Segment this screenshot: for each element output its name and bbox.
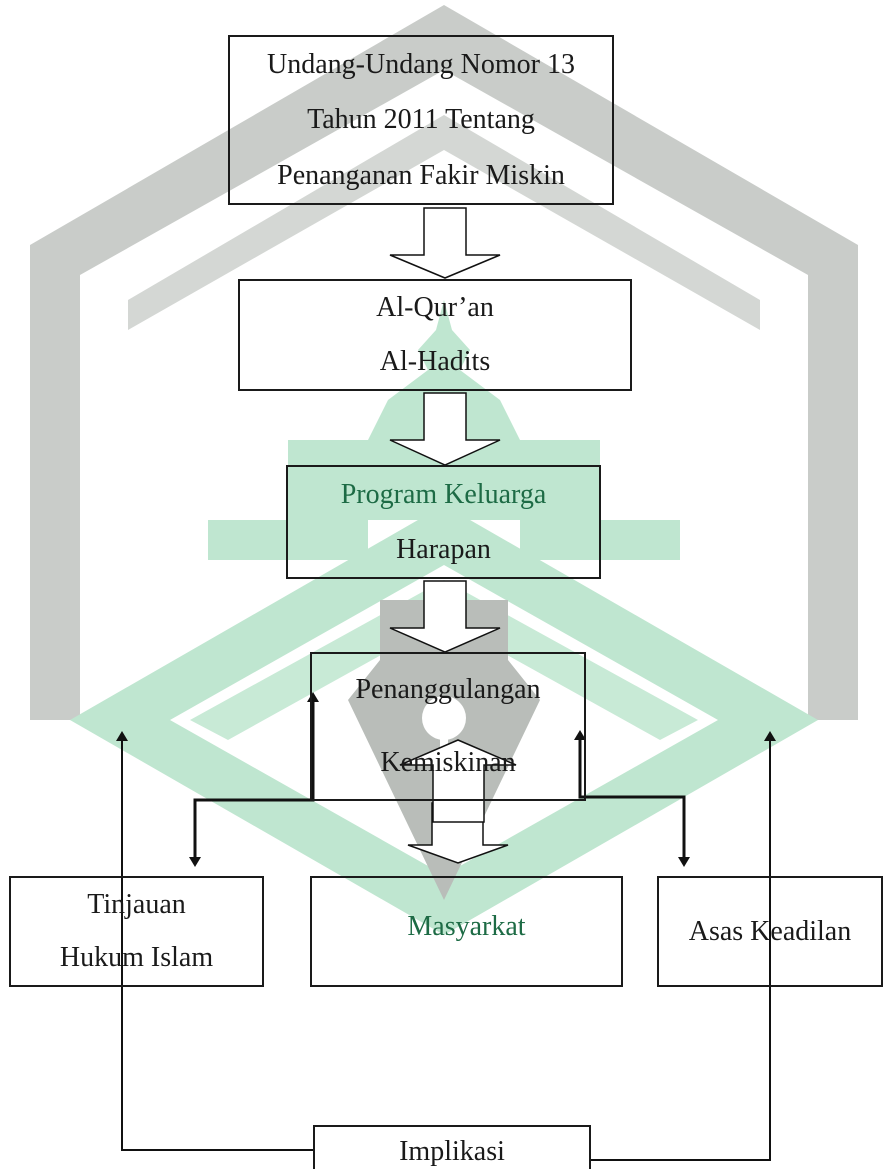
box-masyarakat: Masyarkat [310, 876, 623, 987]
box-penanggulangan-line-2: Kemiskinan [380, 746, 516, 778]
connector-penanggulangan-to-tinjauan [189, 692, 319, 867]
connector-penanggulangan-to-asas [574, 730, 690, 867]
box-undang-undang: Undang-Undang Nomor 13 Tahun 2011 Tentan… [228, 35, 614, 205]
watermark-hexagon-frame [30, 5, 858, 720]
block-arrow-implikasi-to-masyarakat [399, 739, 517, 823]
block-arrow-quran-to-pkh [389, 392, 501, 466]
box-undang-undang-line-2: Tahun 2011 Tentang [307, 104, 535, 136]
box-masyarakat-label: Masyarkat [407, 910, 526, 942]
box-pkh-line-2: Harapan [396, 533, 491, 565]
box-undang-undang-line-1: Undang-Undang Nomor 13 [267, 48, 575, 80]
box-tinjauan-line-2: Hukum Islam [59, 942, 214, 974]
box-penanggulangan-kemiskinan: Penanggulangan Kemiskinan [310, 652, 586, 801]
watermark-pen-hole [422, 696, 466, 740]
box-tinjauan-line-1: Tinjauan [87, 888, 186, 920]
block-arrow-pkh-to-penanggulangan [389, 580, 501, 653]
box-implikasi-label: Implikasi [399, 1136, 505, 1168]
block-arrow-uu-to-quran [389, 207, 501, 279]
box-tinjauan-hukum-islam: Tinjauan Hukum Islam [9, 876, 264, 987]
box-undang-undang-line-3: Penanganan Fakir Miskin [277, 159, 565, 191]
box-alquran-line-1: Al-Qur’an [376, 292, 494, 324]
box-pkh-line-1: Program Keluarga [340, 478, 547, 510]
box-alquran-alhadits: Al-Qur’an Al-Hadits [238, 279, 632, 391]
connector-implikasi-to-tinjauan [116, 731, 313, 1151]
box-asas-label: Asas Keadilan [688, 915, 852, 947]
box-asas-keadilan: Asas Keadilan [657, 876, 883, 987]
box-implikasi: Implikasi [313, 1125, 591, 1169]
box-alquran-line-2: Al-Hadits [379, 346, 491, 378]
box-penanggulangan-line-1: Penanggulangan [355, 674, 541, 706]
box-program-keluarga-harapan: Program Keluarga Harapan [286, 465, 601, 579]
